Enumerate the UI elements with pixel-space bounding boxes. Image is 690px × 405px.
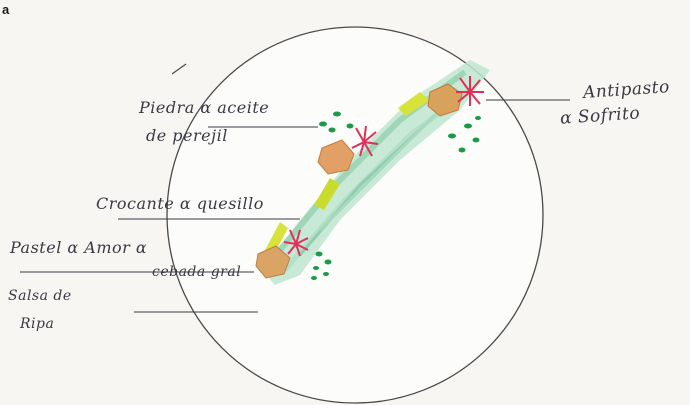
panel-label: a: [2, 2, 9, 17]
label-salsa-line2: Ripa: [20, 316, 54, 332]
label-salsa-line1: Salsa de: [8, 288, 72, 304]
plate-circle: [167, 27, 543, 403]
label-crocante: Crocante α quesillo: [96, 194, 264, 213]
label-piedras-line1: Piedra α aceite: [139, 98, 269, 117]
label-pastel-line1: Pastel α Amor α: [10, 238, 147, 257]
label-piedras-line2: de perejil: [146, 126, 228, 145]
label-pastel-line2: cebada gral: [152, 264, 241, 280]
